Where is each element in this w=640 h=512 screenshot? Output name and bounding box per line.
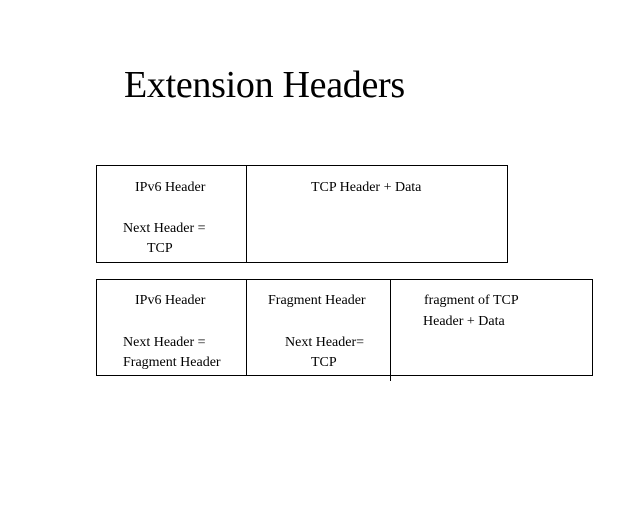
fragment-data-label-line1: fragment of TCP: [424, 293, 519, 308]
next-header-label: Next Header=: [285, 335, 365, 350]
next-header-label: Next Header =: [123, 221, 206, 236]
divider-ipv6-fragment: [246, 279, 247, 376]
divider-fragment-data: [390, 279, 391, 381]
packet-diagram-ipv6-tcp: [96, 165, 508, 263]
ipv6-header-label: IPv6 Header: [135, 293, 206, 308]
ipv6-header-label: IPv6 Header: [135, 180, 206, 195]
next-header-value: TCP: [311, 355, 337, 370]
tcp-header-data-label: TCP Header + Data: [311, 180, 422, 195]
fragment-header-label: Fragment Header: [268, 293, 366, 308]
divider-ipv6-tcp: [246, 165, 247, 263]
next-header-label: Next Header =: [123, 335, 206, 350]
next-header-value: Fragment Header: [123, 355, 221, 370]
packet-diagram-ipv6-fragment-tcp: [96, 279, 593, 376]
slide-title: Extension Headers: [124, 64, 405, 106]
fragment-data-label-line2: Header + Data: [423, 314, 505, 329]
next-header-value: TCP: [147, 241, 173, 256]
